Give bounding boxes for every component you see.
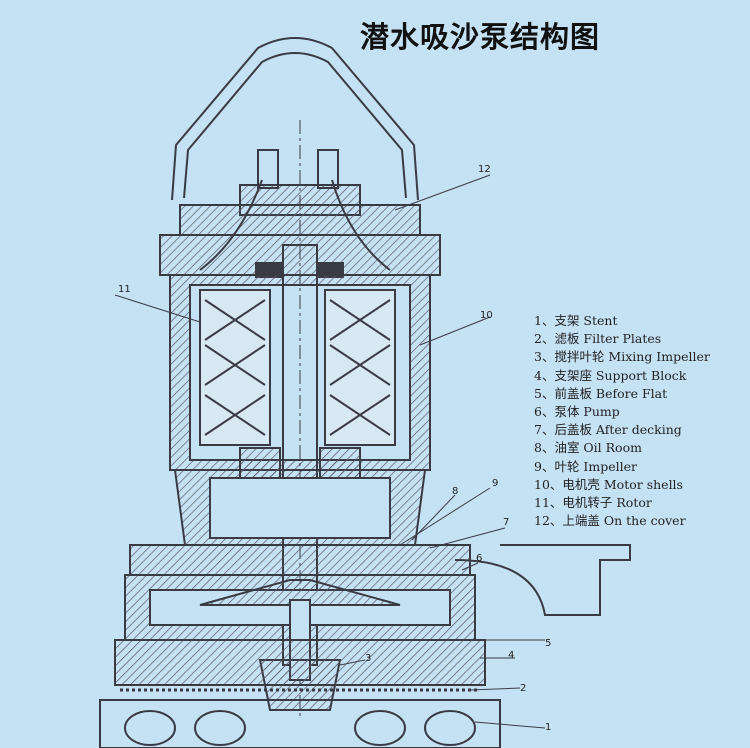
oil-room: [173, 447, 427, 546]
callout-3: 3: [365, 653, 371, 664]
callout-9: 9: [492, 478, 498, 489]
callout-1: 1: [545, 722, 551, 733]
legend-item: 10、电机壳 Motor shells: [534, 476, 683, 492]
filter-and-stand: [99, 639, 501, 748]
lifting-handle: [171, 37, 419, 201]
leader-lines: [114, 174, 546, 729]
legend-item: 4、支架座 Support Block: [534, 367, 687, 383]
legend-item: 6、泵体 Pump: [534, 404, 620, 420]
callout-6: 6: [476, 553, 482, 564]
pump-body: [124, 544, 631, 641]
diagram-title: 潜水吸沙泵结构图: [360, 20, 601, 54]
callout-2: 2: [520, 683, 526, 694]
legend-item: 5、前盖板 Before Flat: [534, 385, 668, 401]
legend-item: 9、叶轮 Impeller: [534, 458, 637, 474]
callout-10: 10: [480, 310, 493, 321]
callout-12: 12: [478, 164, 491, 175]
callout-7: 7: [503, 517, 509, 528]
parts-legend: 1、支架 Stent 2、滤板 Filter Plates 3、搅拌叶轮 Mix…: [534, 312, 710, 530]
legend-item: 7、后盖板 After decking: [534, 422, 682, 438]
motor-rotor: [199, 289, 396, 446]
callout-8: 8: [452, 486, 458, 497]
callout-11: 11: [118, 284, 131, 295]
legend-item: 2、滤板 Filter Plates: [534, 331, 662, 347]
legend-item: 11、电机转子 Rotor: [534, 495, 652, 511]
legend-item: 1、支架 Stent: [534, 313, 618, 328]
callout-4: 4: [508, 650, 514, 661]
legend-item: 12、上端盖 On the cover: [534, 513, 686, 529]
callout-5: 5: [545, 638, 551, 649]
legend-item: 8、油室 Oil Room: [534, 440, 642, 456]
legend-item: 3、搅拌叶轮 Mixing Impeller: [534, 349, 710, 365]
